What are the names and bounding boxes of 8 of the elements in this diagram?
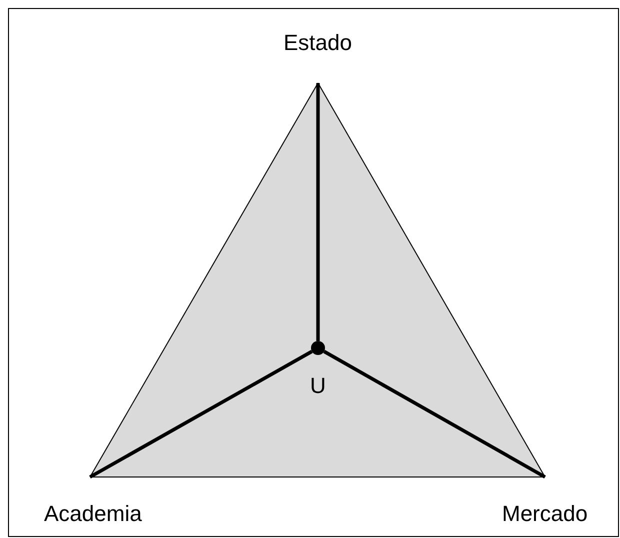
vertex-label: U	[310, 373, 326, 399]
connector-line	[323, 350, 546, 479]
connector-line	[90, 82, 318, 478]
vertex-label: Estado	[284, 30, 352, 56]
connector-line	[316, 83, 320, 341]
vertex-label: Mercado	[502, 501, 588, 527]
connector-line	[89, 350, 313, 479]
vertex-label: Academia	[44, 501, 142, 527]
